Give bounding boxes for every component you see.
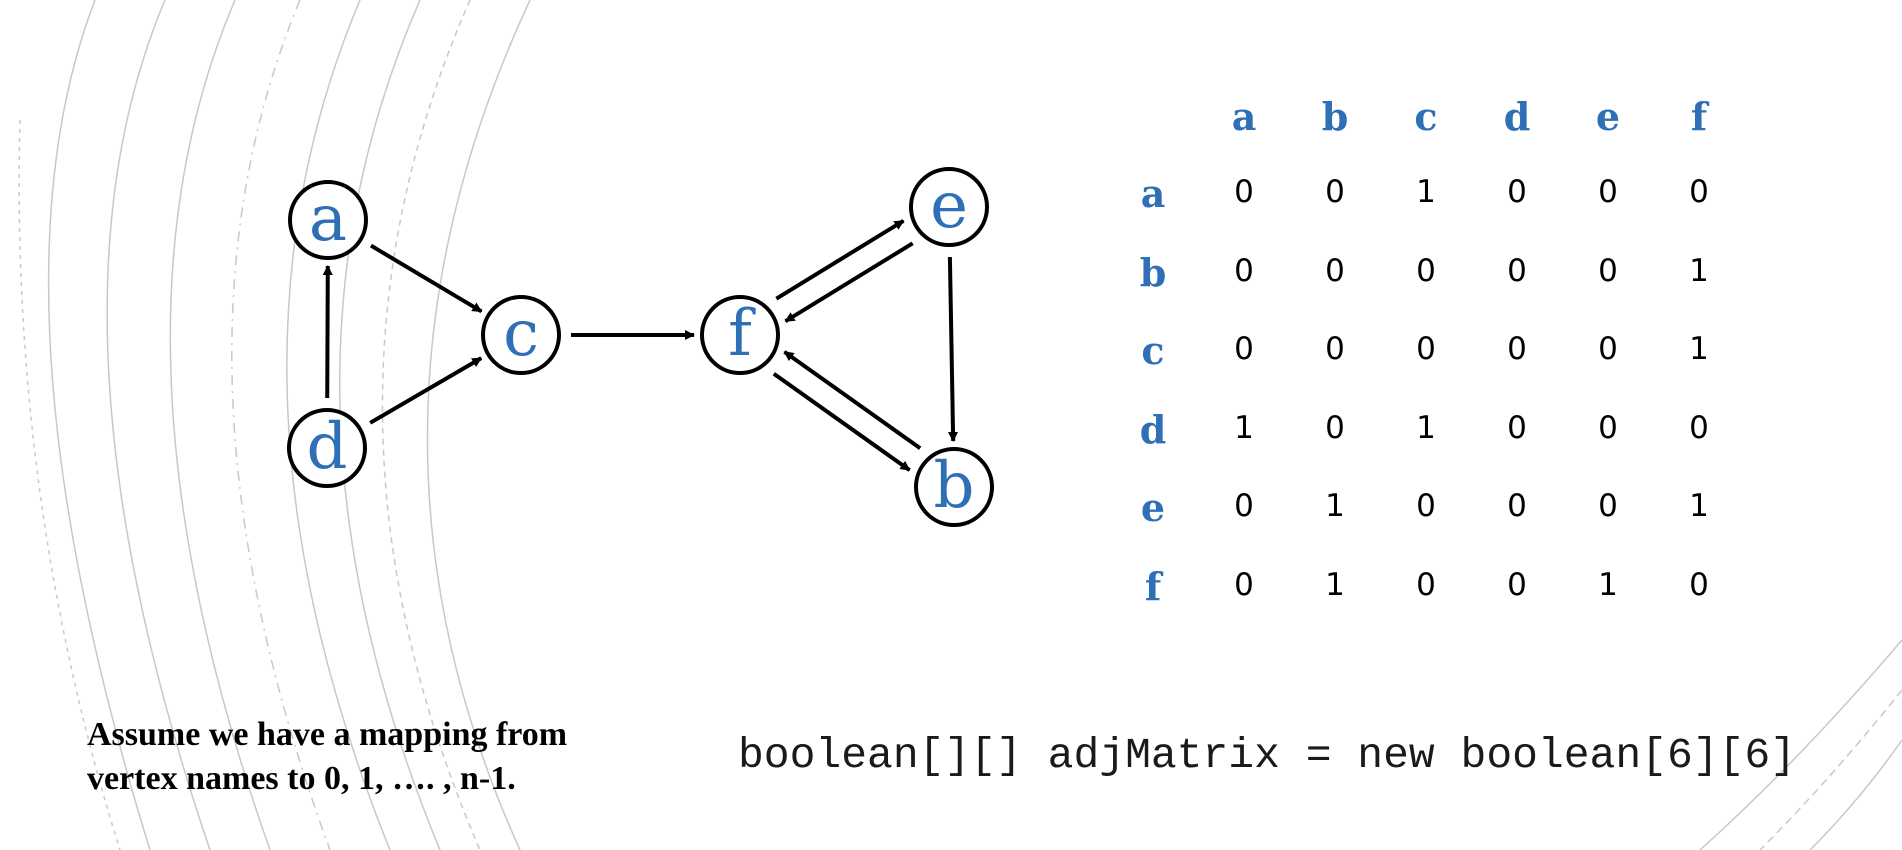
matrix-cell: 0 bbox=[1598, 252, 1618, 289]
node-c: c bbox=[481, 295, 561, 375]
matrix-col-header: c bbox=[1414, 94, 1438, 139]
matrix-cell: 0 bbox=[1416, 331, 1436, 367]
node-c-label: c bbox=[503, 297, 539, 371]
node-b-label: b bbox=[934, 449, 975, 523]
matrix-col-header: f bbox=[1690, 94, 1708, 139]
matrix-cell: 0 bbox=[1234, 252, 1254, 289]
matrix-cell: 0 bbox=[1507, 409, 1527, 446]
edges bbox=[322, 219, 959, 472]
matrix-cell: 0 bbox=[1507, 174, 1527, 210]
node-a-circle bbox=[288, 180, 368, 260]
node-c-circle bbox=[481, 295, 561, 375]
matrix-cell: 0 bbox=[1416, 566, 1436, 603]
node-b: b bbox=[914, 447, 994, 527]
edge-b-to-f bbox=[783, 350, 922, 450]
matrix-cell: 1 bbox=[1416, 409, 1436, 446]
matrix-col-header: a bbox=[1231, 94, 1257, 139]
matrix-row-header: f bbox=[1144, 563, 1162, 609]
node-a: a bbox=[288, 180, 368, 260]
matrix-cell: 0 bbox=[1507, 566, 1527, 603]
matrix-cell: 0 bbox=[1416, 252, 1436, 289]
matrix-row-header: e bbox=[1140, 485, 1166, 530]
node-e: e bbox=[909, 167, 989, 247]
node-f-label: f bbox=[728, 297, 756, 371]
edge-a-to-c bbox=[369, 243, 483, 314]
matrix-row-header: b bbox=[1139, 249, 1167, 295]
matrix-cell: 0 bbox=[1325, 174, 1345, 210]
edge-f-to-e bbox=[775, 219, 905, 301]
edge-d-to-a bbox=[322, 264, 333, 399]
matrix-row-header: c bbox=[1141, 328, 1165, 373]
matrix-cell: 0 bbox=[1689, 409, 1709, 446]
edge-e-to-f bbox=[784, 241, 914, 323]
matrix-cell: 0 bbox=[1507, 252, 1527, 289]
matrix-cell: 1 bbox=[1598, 566, 1618, 603]
node-d: d bbox=[287, 408, 367, 488]
matrix-cell: 0 bbox=[1325, 409, 1345, 446]
node-e-circle bbox=[909, 167, 989, 247]
code-declaration: boolean[][] adjMatrix = new boolean[6][6… bbox=[738, 731, 1796, 780]
matrix-cell: 0 bbox=[1689, 566, 1709, 603]
matrix-row-header: d bbox=[1139, 406, 1167, 452]
mapping-note: Assume we have a mapping from vertex nam… bbox=[87, 713, 707, 801]
matrix-cell: 0 bbox=[1416, 488, 1436, 524]
matrix-cell: 0 bbox=[1325, 252, 1345, 289]
matrix-cell: 0 bbox=[1507, 488, 1527, 524]
matrix-cell: 0 bbox=[1598, 409, 1618, 446]
matrix-cell: 0 bbox=[1689, 174, 1709, 210]
matrix-cell: 1 bbox=[1325, 488, 1345, 524]
edge-d-to-c bbox=[369, 356, 483, 425]
matrix-cell: 1 bbox=[1234, 409, 1254, 446]
nodes: a b c d e f bbox=[287, 167, 994, 527]
matrix-col-header: d bbox=[1503, 94, 1531, 139]
matrix-cell: 1 bbox=[1689, 488, 1709, 524]
node-d-label: d bbox=[307, 410, 348, 484]
node-e-label: e bbox=[930, 169, 968, 243]
node-d-circle bbox=[287, 408, 367, 488]
matrix-cell: 0 bbox=[1598, 488, 1618, 524]
mapping-note-line-1: Assume we have a mapping from bbox=[87, 716, 568, 753]
matrix-cell: 1 bbox=[1416, 174, 1436, 210]
matrix-cell: 0 bbox=[1234, 488, 1254, 524]
matrix-cell: 0 bbox=[1507, 331, 1527, 367]
matrix-cell: 1 bbox=[1689, 252, 1709, 289]
edge-f-to-b bbox=[772, 372, 911, 472]
edge-e-to-b bbox=[947, 256, 959, 443]
directed-graph: a b c d e f bbox=[287, 167, 994, 527]
matrix-cell: 0 bbox=[1598, 174, 1618, 210]
matrix-col-header: b bbox=[1321, 94, 1349, 139]
node-b-circle bbox=[914, 447, 994, 527]
matrix-cell: 0 bbox=[1234, 174, 1254, 210]
matrix-cell: 0 bbox=[1234, 331, 1254, 367]
matrix-cell: 1 bbox=[1325, 566, 1345, 603]
matrix-cell: 1 bbox=[1689, 331, 1709, 367]
matrix-cell: 0 bbox=[1598, 331, 1618, 367]
matrix-cell: 0 bbox=[1234, 566, 1254, 603]
mapping-note-line-2: vertex names to 0, 1, …. , n-1. bbox=[87, 760, 516, 797]
node-a-label: a bbox=[309, 182, 347, 256]
node-f-circle bbox=[700, 295, 780, 375]
matrix-col-header: e bbox=[1595, 94, 1621, 139]
node-f: f bbox=[700, 295, 780, 375]
matrix-cell: 0 bbox=[1325, 331, 1345, 367]
matrix-row-header: a bbox=[1140, 171, 1166, 216]
